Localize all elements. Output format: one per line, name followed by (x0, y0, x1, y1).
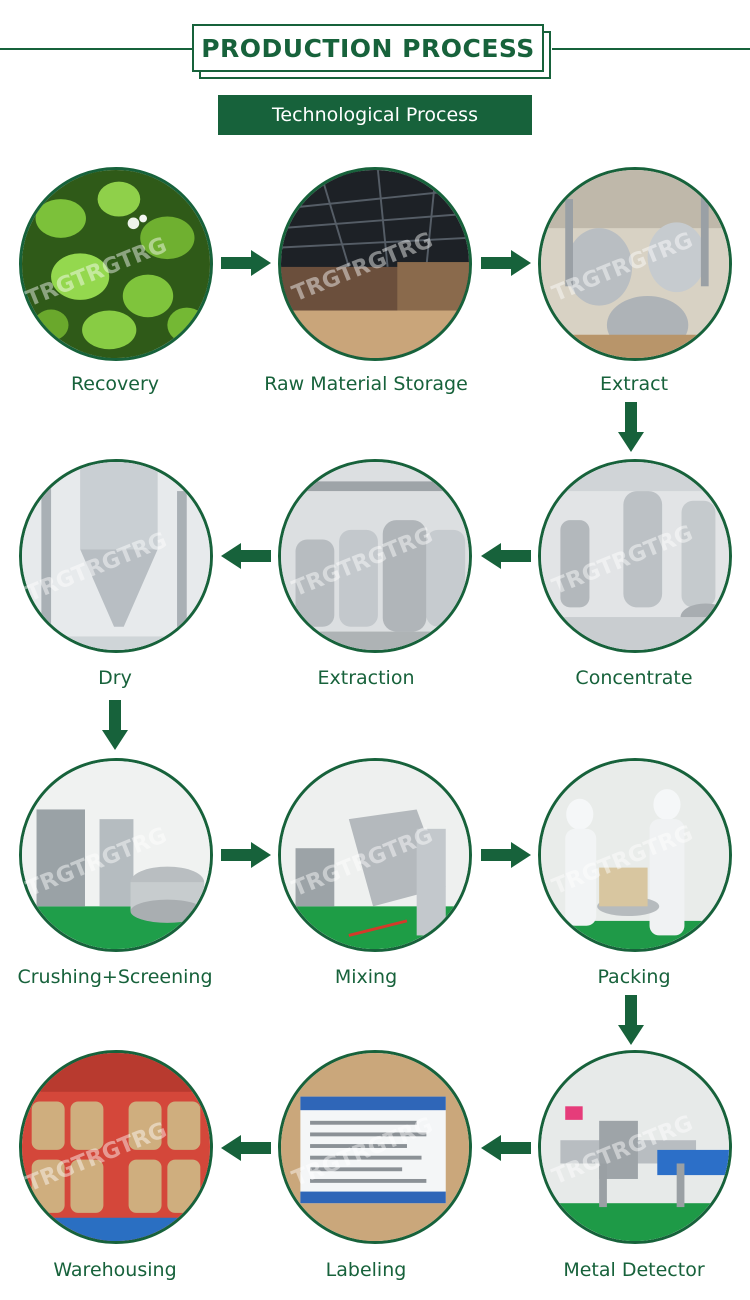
header-line-left (0, 48, 193, 50)
step-label-dry: Dry (98, 667, 132, 689)
step-labeling-image (278, 1050, 472, 1244)
step-label-recovery: Recovery (70, 373, 160, 395)
step-label-labeling: Labeling (325, 1259, 407, 1281)
step-label-metal-detector: Metal Detector (563, 1259, 705, 1281)
step-label-concentrate: Concentrate (575, 667, 693, 689)
step-label-extraction: Extraction (317, 667, 415, 689)
section-subtitle: Technological Process (218, 95, 532, 135)
step-label-storage: Raw Material Storage (264, 373, 468, 395)
title-frame (192, 24, 544, 72)
arrow-right-icon (221, 842, 271, 868)
arrow-down-icon (618, 995, 644, 1045)
extraction-tanks-photo (541, 170, 729, 358)
step-recovery-image (19, 167, 213, 361)
step-extraction-image (278, 459, 472, 653)
arrow-right-icon (481, 250, 531, 276)
arrow-right-icon (481, 842, 531, 868)
arrow-left-icon (221, 543, 271, 569)
arrow-left-icon (481, 1135, 531, 1161)
page-title: PRODUCTION PROCESS (201, 33, 535, 63)
steel-tanks-photo (281, 462, 469, 650)
step-extract-image (538, 167, 732, 361)
step-label-mixing: Mixing (334, 966, 398, 988)
header-line-right (552, 48, 750, 50)
step-label-extract: Extract (599, 373, 669, 395)
step-dry-image (19, 459, 213, 653)
arrow-down-icon (618, 402, 644, 452)
product-label-photo (281, 1053, 469, 1241)
step-label-packing: Packing (597, 966, 671, 988)
green-leaves-photo (22, 170, 210, 358)
arrow-left-icon (221, 1135, 271, 1161)
step-label-crushing: Crushing+Screening (17, 966, 213, 988)
arrow-right-icon (221, 250, 271, 276)
arrow-down-icon (102, 700, 128, 750)
step-label-warehousing: Warehousing (53, 1259, 177, 1281)
spray-dryer-photo (22, 462, 210, 650)
arrow-left-icon (481, 543, 531, 569)
